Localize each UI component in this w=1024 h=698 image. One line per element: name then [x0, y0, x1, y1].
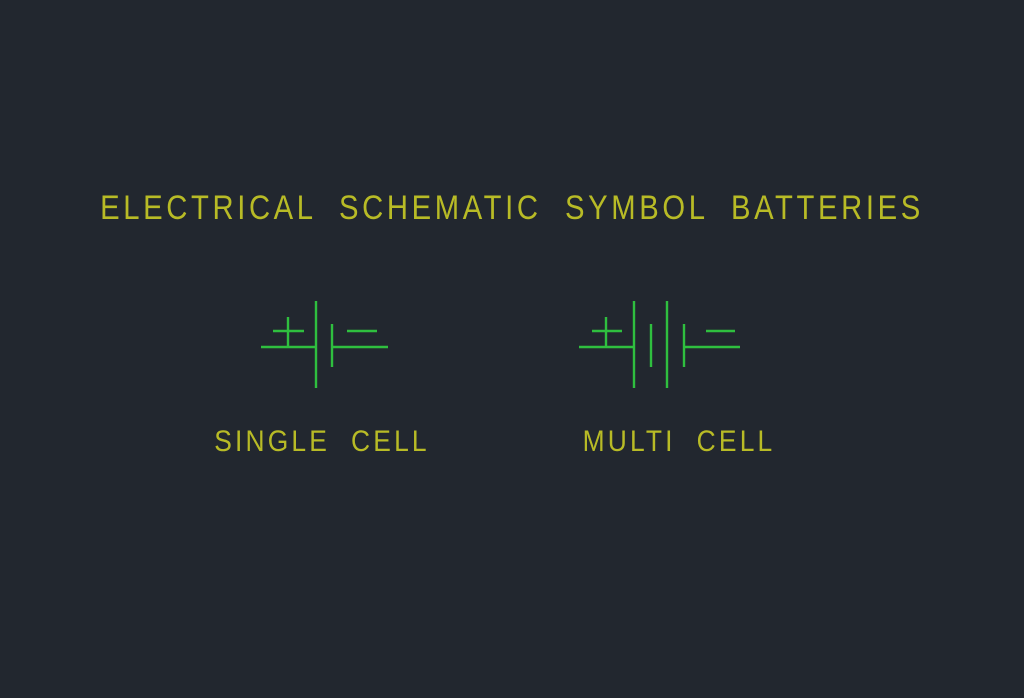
page-title: ELECTRICAL SCHEMATIC SYMBOL BATTERIES	[100, 189, 924, 227]
single-cell-geometry	[261, 301, 388, 388]
single-cell-caption: SINGLE CELL	[214, 425, 430, 458]
multi-cell-geometry	[579, 301, 740, 388]
multi-cell-caption: MULTI CELL	[582, 425, 776, 458]
